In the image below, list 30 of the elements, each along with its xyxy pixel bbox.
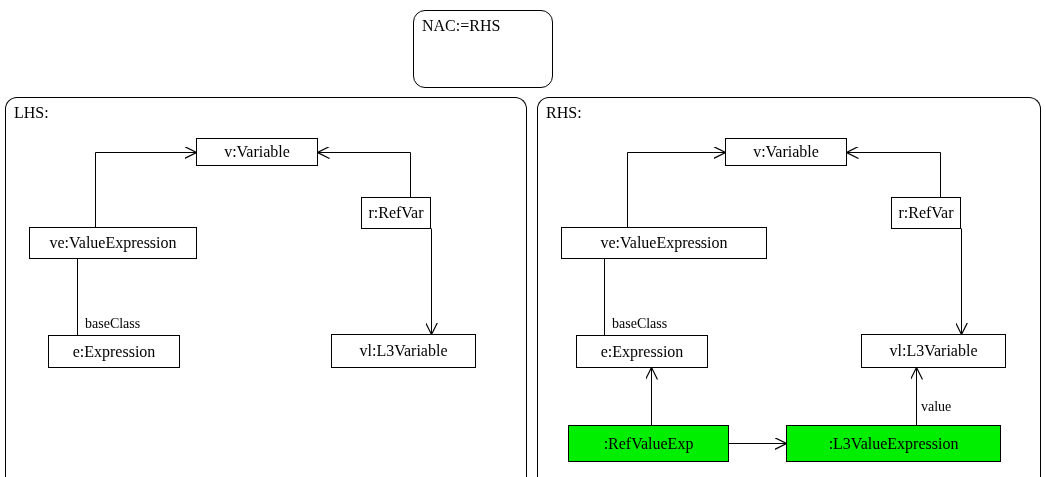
object-box: :L3ValueExpression [786, 425, 1001, 462]
edge-label: value [920, 400, 953, 414]
arrow [954, 228, 969, 336]
association-line [77, 258, 78, 336]
panel-heading: NAC:=RHS [422, 17, 501, 35]
arrow [316, 145, 411, 198]
object-box: vl:L3Variable [331, 334, 476, 368]
object-box: r:RefVar [891, 197, 961, 229]
object-box: e:Expression [48, 335, 180, 368]
arrow [95, 145, 198, 228]
object-box: v:Variable [725, 138, 847, 166]
arrow [424, 228, 439, 336]
rule-panel [5, 97, 527, 477]
object-box: r:RefVar [361, 197, 431, 229]
object-box: vl:L3Variable [861, 334, 1006, 368]
arrow [644, 366, 659, 426]
constraint-box [413, 10, 553, 88]
arrow [909, 366, 924, 426]
panel-heading: RHS: [546, 104, 582, 122]
association-line [604, 258, 605, 336]
arrow [627, 145, 727, 228]
object-box: ve:ValueExpression [29, 227, 197, 259]
panel-heading: LHS: [14, 104, 49, 122]
arrow [845, 145, 941, 198]
object-box: e:Expression [576, 335, 708, 368]
object-box: v:Variable [196, 138, 318, 166]
object-box: :RefValueExp [568, 425, 729, 462]
rule-panel [537, 97, 1041, 477]
object-box: ve:ValueExpression [561, 227, 767, 259]
arrow [728, 436, 788, 451]
